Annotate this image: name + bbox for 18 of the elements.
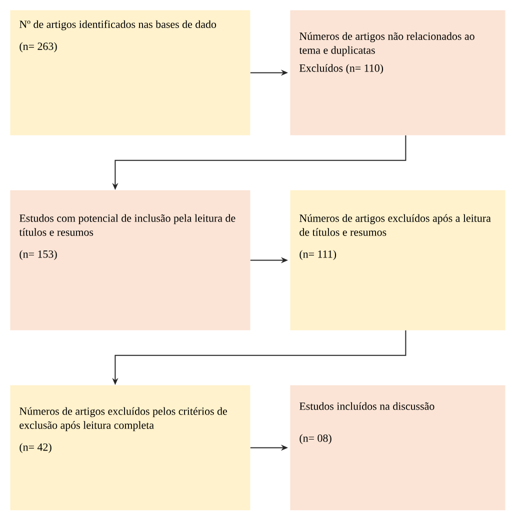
box-text: Estudos com potencial de inclusão pela leitura de títulos e resumos — [19, 214, 236, 236]
box-text: (n= 263) — [20, 42, 57, 52]
box-text: Nº de artigos identificados nas bases de dado — [20, 20, 216, 30]
box-text: (n= 42) — [20, 443, 52, 454]
process-box — [290, 10, 506, 136]
process-box — [290, 385, 506, 510]
box-text: Números de artigos excluídos pelos critérios de exclusão após leitura completa — [20, 407, 227, 432]
box-text: Excluídos (n= 110) — [300, 64, 384, 74]
box-text: Números de artigos excluídos após a leitura de títulos e resumos — [300, 214, 491, 236]
process-box — [10, 10, 250, 136]
process-box — [10, 190, 250, 330]
process-box — [290, 190, 506, 330]
box-text: Números de artigos não relacionados ao tema e duplicatas — [299, 32, 474, 56]
box-text: (n= 08) — [300, 434, 332, 444]
box-text: (n= 111) — [300, 250, 336, 260]
box-text: (n= 153) — [20, 250, 57, 260]
box-text: Estudos incluídos na discussão — [300, 402, 434, 410]
process-box — [10, 385, 250, 510]
